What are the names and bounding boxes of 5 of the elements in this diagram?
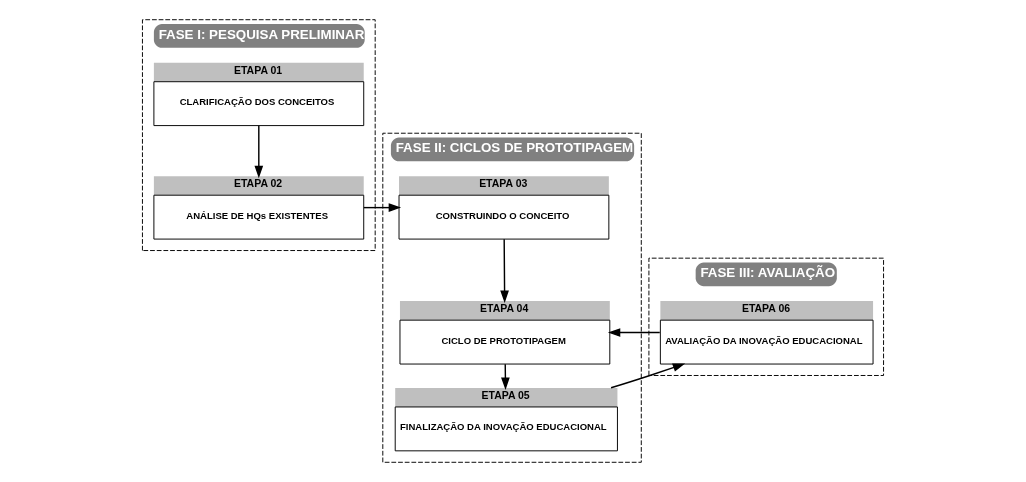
arrow (610, 363, 686, 389)
arrow (254, 125, 264, 179)
arrow (363, 203, 402, 212)
arrow (607, 328, 661, 337)
arrow (500, 238, 509, 303)
